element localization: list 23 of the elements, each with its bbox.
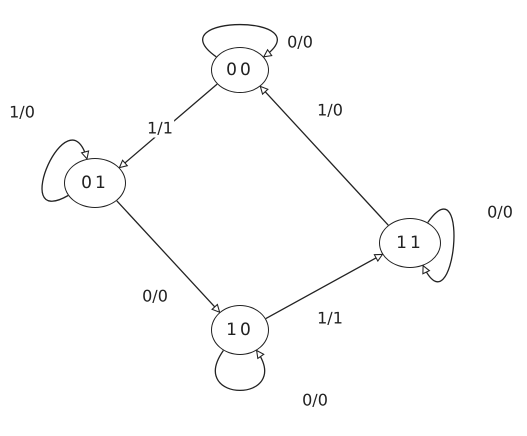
state-label: 01 [81,173,109,193]
state-label: 11 [396,233,424,253]
self-loop-arrow [214,350,266,391]
edge-label: 1/1 [146,118,174,138]
transition-arrow [260,86,389,226]
self-loop-arrow [41,140,88,202]
edge-label: 0/0 [141,286,169,306]
self-loop-arrow [202,24,278,58]
state-label: 10 [226,320,254,340]
edge-label: 1/0 [8,102,36,122]
state-circle [379,218,441,268]
edge-label: 0/0 [301,390,329,410]
transition-arrow [266,254,383,320]
edge-label: 1/1 [316,308,344,328]
self-loop-arrow [422,208,455,282]
state-label: 00 [226,60,254,80]
edge-label: 0/0 [286,32,314,52]
transition-arrow [116,200,220,313]
state-circle [211,47,269,93]
edge-label: 0/0 [486,202,514,222]
state-circle [211,305,269,355]
state-circle [64,158,126,208]
edge-label: 1/0 [316,100,344,120]
